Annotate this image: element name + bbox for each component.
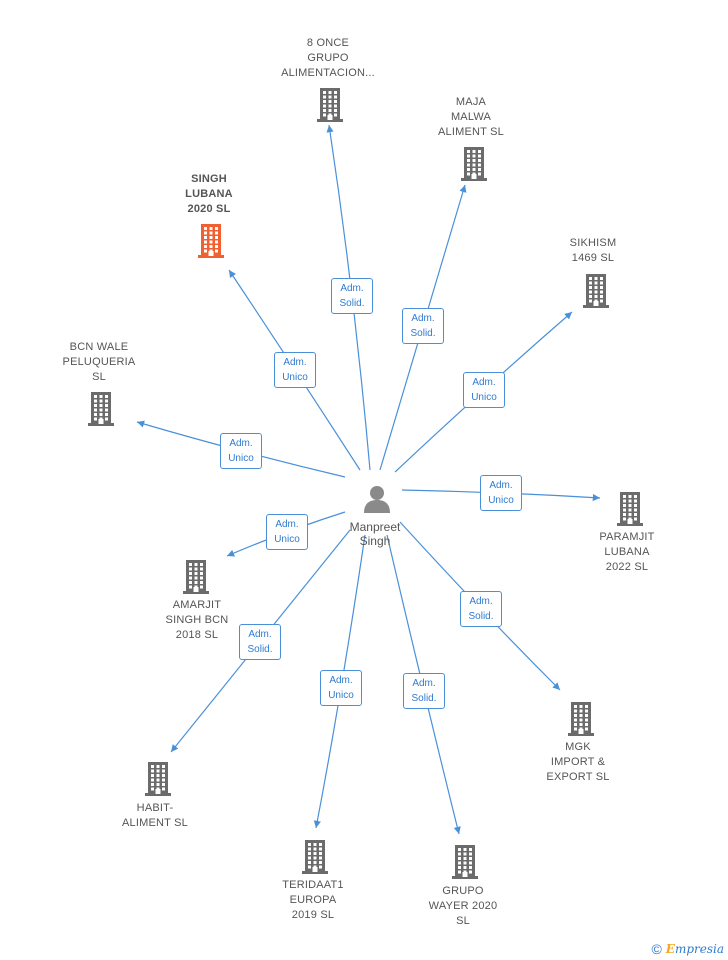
copyright-icon: © (651, 941, 662, 957)
company-label[interactable]: MGK IMPORT & EXPORT SL (546, 741, 610, 783)
company-label[interactable]: HABIT- ALIMENT SL (122, 802, 188, 829)
relation-badge[interactable]: Adm. Solid. (331, 278, 373, 314)
building-icon[interactable] (614, 490, 646, 531)
building-icon[interactable] (314, 86, 346, 127)
company-label[interactable]: AMARJIT SINGH BCN 2018 SL (165, 599, 229, 641)
company-label[interactable]: TERIDAAT1 EUROPA 2019 SL (282, 879, 344, 921)
company-label[interactable]: BCN WALE PELUQUERIA SL (62, 341, 136, 383)
footer: © Empresia (651, 941, 724, 957)
company-label[interactable]: SIKHISM 1469 SL (569, 237, 617, 264)
relation-badge[interactable]: Adm. Solid. (403, 673, 445, 709)
person-name: Manpreet Singh (349, 520, 401, 548)
relation-badge[interactable]: Adm. Unico (274, 352, 316, 388)
relation-badge[interactable]: Adm. Solid. (460, 591, 502, 627)
building-icon[interactable] (580, 272, 612, 313)
person-node[interactable] (362, 484, 392, 519)
building-icon[interactable] (85, 390, 117, 431)
building-icon[interactable] (142, 760, 174, 801)
relation-badge[interactable]: Adm. Unico (266, 514, 308, 550)
person-icon (364, 486, 390, 513)
company-label[interactable]: MAJA MALWA ALIMENT SL (438, 96, 504, 138)
relation-badge[interactable]: Adm. Unico (320, 670, 362, 706)
company-label[interactable]: 8 ONCE GRUPO ALIMENTACION... (281, 37, 375, 79)
building-icon[interactable] (449, 843, 481, 884)
building-icon[interactable] (180, 558, 212, 599)
relation-badge[interactable]: Adm. Solid. (402, 308, 444, 344)
company-label[interactable]: GRUPO WAYER 2020 SL (428, 885, 498, 927)
relation-badge[interactable]: Adm. Unico (480, 475, 522, 511)
brand-logo[interactable]: Empresia (665, 942, 724, 956)
building-icon[interactable] (458, 145, 490, 186)
relation-badge[interactable]: Adm. Unico (220, 433, 262, 469)
relation-badge[interactable]: Adm. Unico (463, 372, 505, 408)
relation-badge[interactable]: Adm. Solid. (239, 624, 281, 660)
building-icon[interactable] (299, 838, 331, 879)
building-icon[interactable] (195, 222, 227, 263)
building-icon[interactable] (565, 700, 597, 741)
company-label[interactable]: SINGH LUBANA 2020 SL (185, 173, 233, 215)
company-label[interactable]: PARAMJIT LUBANA 2022 SL (599, 531, 655, 573)
